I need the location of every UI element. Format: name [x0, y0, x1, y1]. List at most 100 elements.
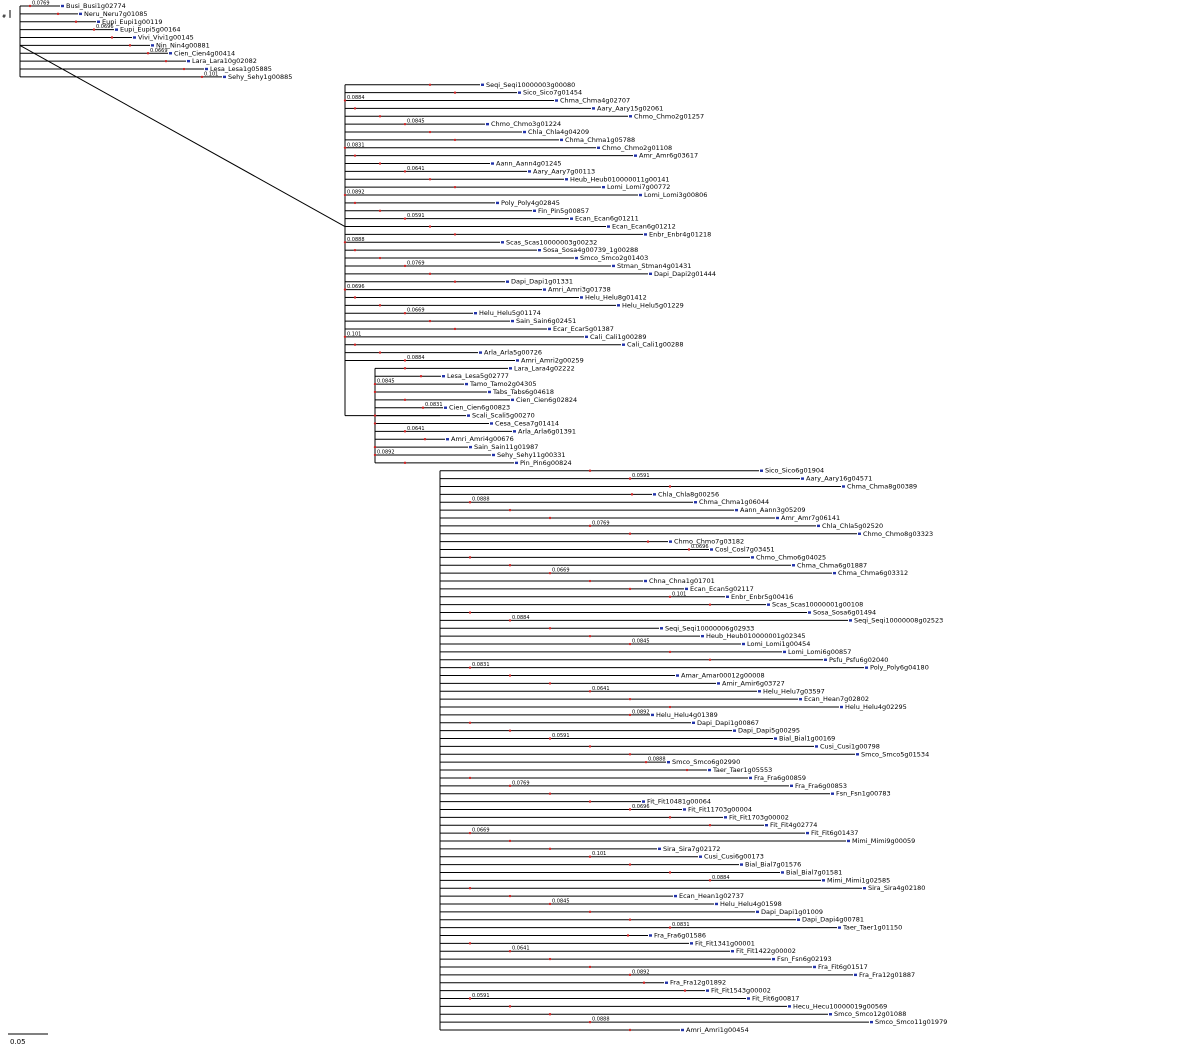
node-marker	[548, 737, 552, 740]
support-value: 0.0591	[407, 213, 425, 219]
node-marker	[548, 957, 552, 961]
leaf-marker	[669, 540, 672, 543]
support-value: 0.0888	[472, 497, 490, 503]
leaf-marker	[776, 516, 779, 520]
node-marker	[630, 493, 634, 496]
support-value: 0.0892	[632, 969, 650, 975]
leaf-label: Seqi_Seqi10000006g02933	[665, 624, 754, 632]
leaf-label: Dapi_Dapi5g00295	[738, 727, 800, 735]
leaf-marker	[858, 532, 861, 535]
leaf-label: Arla_Arla5g00726	[484, 349, 542, 357]
leaf-marker	[838, 926, 841, 929]
support-value: 0.0845	[377, 379, 395, 385]
node-marker	[508, 784, 512, 788]
leaf-marker	[565, 178, 568, 181]
leaf-label: Mimi_Mimi9g00059	[852, 837, 915, 845]
support-value: 0.0669	[150, 48, 168, 54]
leaf-label: Fit_Fit1703g00002	[729, 813, 789, 821]
node-marker	[378, 115, 382, 118]
leaf-label: Chma_Chma6g03312	[838, 569, 908, 577]
leaf-label: Aary_Aary7g00113	[533, 167, 595, 175]
support-value: 0.0892	[347, 190, 365, 196]
leaf-marker	[580, 296, 583, 299]
leaf-marker	[815, 745, 818, 748]
leaf-label: Amir_Amir6g03727	[722, 679, 785, 687]
leaf-label: Chma_Chma1g05788	[565, 136, 635, 144]
node-marker	[343, 288, 347, 291]
leaf-marker	[674, 894, 677, 898]
node-marker	[588, 579, 592, 583]
node-marker	[628, 477, 632, 480]
leaf-label: Sehy_Sehy1g00885	[228, 73, 292, 81]
node-marker	[628, 808, 632, 811]
leaf-marker	[612, 264, 615, 268]
node-marker	[428, 225, 432, 228]
leaf-marker	[538, 248, 541, 252]
leaf-label: Chmo_Chmo8g03323	[863, 530, 933, 538]
internal-branch	[19, 44, 346, 227]
leaf-marker	[97, 20, 100, 23]
node-marker	[508, 564, 512, 567]
leaf-marker	[187, 59, 190, 63]
leaf-label: Poly_Poly4g02845	[501, 199, 560, 207]
leaf-label: Seqi_Seqi10000003g00080	[486, 81, 575, 89]
node-marker	[373, 445, 377, 449]
leaf-label: Smco_Smco5g01534	[861, 750, 929, 758]
leaf-label: Dapi_Dapi1g01331	[511, 278, 573, 286]
node-marker	[628, 753, 632, 756]
leaf-marker	[833, 571, 836, 575]
node-marker	[548, 571, 552, 575]
leaf-label: Helu_Helu4g02295	[845, 703, 907, 711]
node-marker	[508, 729, 512, 732]
leaf-label: Stman_Stman4g01431	[617, 262, 691, 270]
support-value: 0.0831	[472, 662, 490, 668]
leaf-label: Cusi_Cusi6g00173	[704, 853, 764, 861]
node-marker	[508, 1005, 512, 1008]
node-marker	[508, 674, 512, 677]
leaf-marker	[792, 564, 795, 567]
leaf-label: Helu_Helu4g01389	[656, 711, 718, 719]
leaf-label: Seqi_Seqi10000008g02523	[854, 616, 943, 624]
leaf-marker	[840, 705, 843, 709]
leaf-label: Eupi_Eupi5g00164	[120, 26, 181, 34]
leaf-marker	[676, 674, 679, 677]
leaf-marker	[467, 414, 470, 417]
leaf-marker	[856, 753, 859, 756]
leaf-label: Sosa_Sosa6g01494	[813, 609, 876, 617]
leaf-label: Helu_Helu8g01412	[585, 293, 647, 301]
leaf-marker	[710, 548, 713, 551]
leaf-label: Neru_Neru7g01085	[84, 10, 148, 18]
support-value: 0.0641	[407, 166, 425, 172]
leaf-marker	[496, 201, 499, 205]
tree-labels: Busi_Busi1g027740.0769Neru_Neru7g01085Eu…	[2, 1, 947, 1035]
leaf-label: Fra_Fra6g00853	[795, 782, 847, 790]
leaf-marker	[824, 658, 827, 661]
node-marker	[548, 627, 552, 630]
node-marker	[668, 816, 672, 819]
leaf-marker	[767, 603, 770, 606]
leaf-label: Amri_Amri3g01738	[548, 286, 611, 294]
leaf-label: Amr_Amr6g03617	[639, 152, 698, 160]
leaf-marker	[706, 989, 709, 992]
leaf-marker	[491, 162, 494, 165]
support-value: 0.0888	[648, 757, 666, 763]
leaf-marker	[548, 327, 551, 331]
node-marker	[548, 1013, 552, 1016]
node-marker	[128, 44, 132, 47]
leaf-marker	[781, 871, 784, 874]
leaf-marker	[694, 501, 697, 504]
leaf-label: Cosl_Cosl7g03451	[715, 546, 775, 554]
node-marker	[548, 792, 552, 795]
leaf-label: Ecan_Hean1g02737	[679, 892, 744, 900]
node-marker	[28, 4, 32, 8]
support-value: 0.101	[672, 591, 686, 597]
leaf-label: Ecan_Hean7g02802	[804, 695, 869, 703]
leaf-marker	[742, 642, 745, 646]
node-marker	[687, 548, 691, 551]
leaf-label: Chla_Chla4g04209	[528, 128, 589, 136]
node-marker	[403, 312, 407, 315]
support-value: 0.101	[204, 71, 218, 77]
node-marker	[646, 540, 650, 543]
leaf-marker	[683, 808, 686, 811]
leaf-label: Bial_Bial7g01576	[745, 861, 801, 869]
